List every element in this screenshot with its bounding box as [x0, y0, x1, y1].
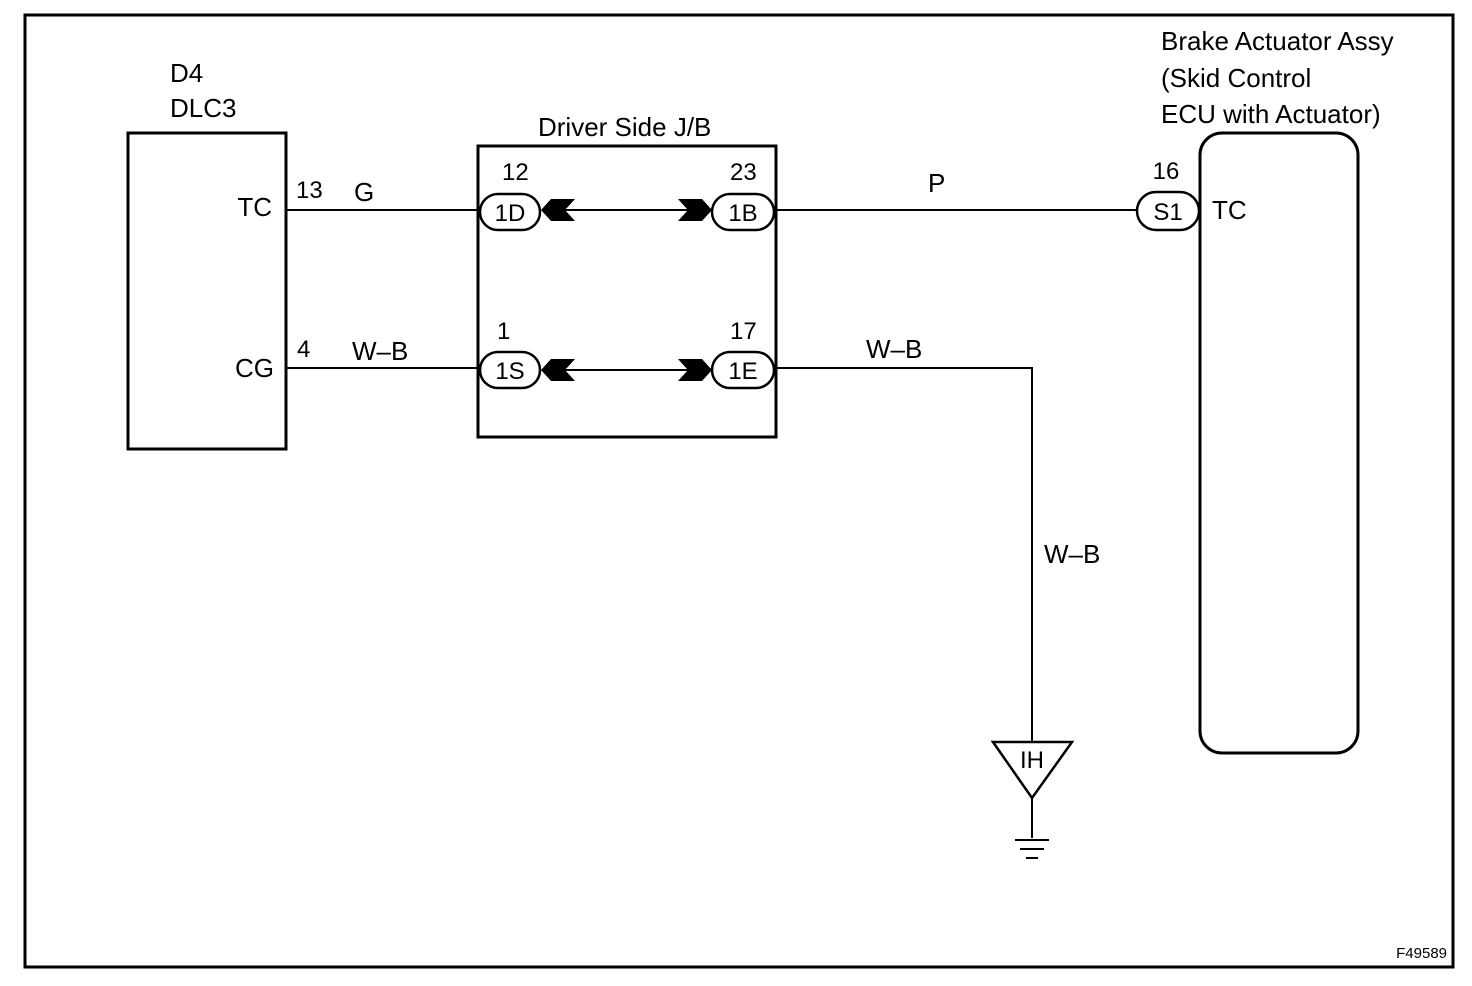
- ground-point-ih: IH: [990, 740, 1075, 859]
- jb-top-right-chevron-icon: [678, 199, 712, 221]
- wire-cg-ground-color: W–B: [866, 334, 922, 364]
- actuator-title-line2: (Skid Control: [1161, 63, 1311, 93]
- connector-1d-label: 1D: [495, 200, 526, 227]
- actuator-pin-tc-label: TC: [1212, 195, 1247, 225]
- connector-1e: [710, 350, 776, 390]
- dlc3-cg-pin-number: 4: [297, 336, 310, 363]
- dlc3-box: [126, 131, 288, 451]
- connector-s1-label: S1: [1153, 199, 1182, 226]
- figure-id: F49589: [1396, 945, 1447, 962]
- actuator-title-line1: Brake Actuator Assy: [1161, 26, 1394, 56]
- wire-tc-dlc-color: G: [354, 177, 374, 207]
- connector-1s-label: 1S: [495, 358, 524, 385]
- wire-cg-dlc-jb: W–B: [286, 336, 478, 369]
- wire-cg-dlc-color: W–B: [352, 336, 408, 366]
- connector-1b-label: 1B: [728, 200, 757, 227]
- driver-side-jb: Driver Side J/B 12 1D 23 1B 1 1S 17 1E: [476, 112, 778, 439]
- wire-tc-ecu-color: P: [928, 168, 945, 198]
- ground-symbol-icon: [1015, 839, 1049, 859]
- jb-bottom-right-chevron-icon: [678, 359, 712, 381]
- dlc3-pin-cg-label: CG: [235, 353, 274, 383]
- actuator-pin-number: 16: [1153, 158, 1180, 185]
- connector-1s: [478, 350, 542, 390]
- jb-1e-pin-number: 17: [730, 318, 757, 345]
- wire-ground-drop-color: W–B: [1044, 539, 1100, 569]
- dlc3-component: D4 DLC3 TC CG 13 4: [126, 58, 323, 451]
- dlc3-name: DLC3: [170, 93, 236, 123]
- connector-1d: [478, 192, 542, 232]
- ground-triangle: [990, 740, 1075, 801]
- connector-1e-label: 1E: [728, 358, 757, 385]
- jb-1b-pin-number: 23: [730, 159, 757, 186]
- jb-1d-pin-number: 12: [502, 159, 529, 186]
- wire-cg-jb-ground: W–B W–B: [776, 334, 1100, 742]
- wire-tc-dlc-jb: G: [286, 177, 478, 211]
- actuator-box: [1198, 131, 1360, 755]
- actuator-title-line3: ECU with Actuator): [1161, 99, 1381, 129]
- jb-title: Driver Side J/B: [538, 112, 711, 142]
- jb-1s-pin-number: 1: [497, 318, 510, 345]
- dlc3-tc-pin-number: 13: [296, 177, 323, 204]
- jb-box: [476, 144, 778, 439]
- jb-top-left-chevron-icon: [541, 199, 575, 221]
- dlc3-id: D4: [170, 58, 203, 88]
- ground-label: IH: [1020, 747, 1044, 774]
- wire-tc-jb-ecu: P: [776, 168, 1138, 211]
- dlc3-pin-tc-label: TC: [237, 192, 272, 222]
- connector-s1: [1135, 190, 1201, 232]
- jb-bottom-left-chevron-icon: [541, 359, 575, 381]
- diagram-border: [23, 13, 1455, 969]
- connector-1b: [710, 192, 776, 232]
- brake-actuator-component: Brake Actuator Assy (Skid Control ECU wi…: [1135, 26, 1394, 755]
